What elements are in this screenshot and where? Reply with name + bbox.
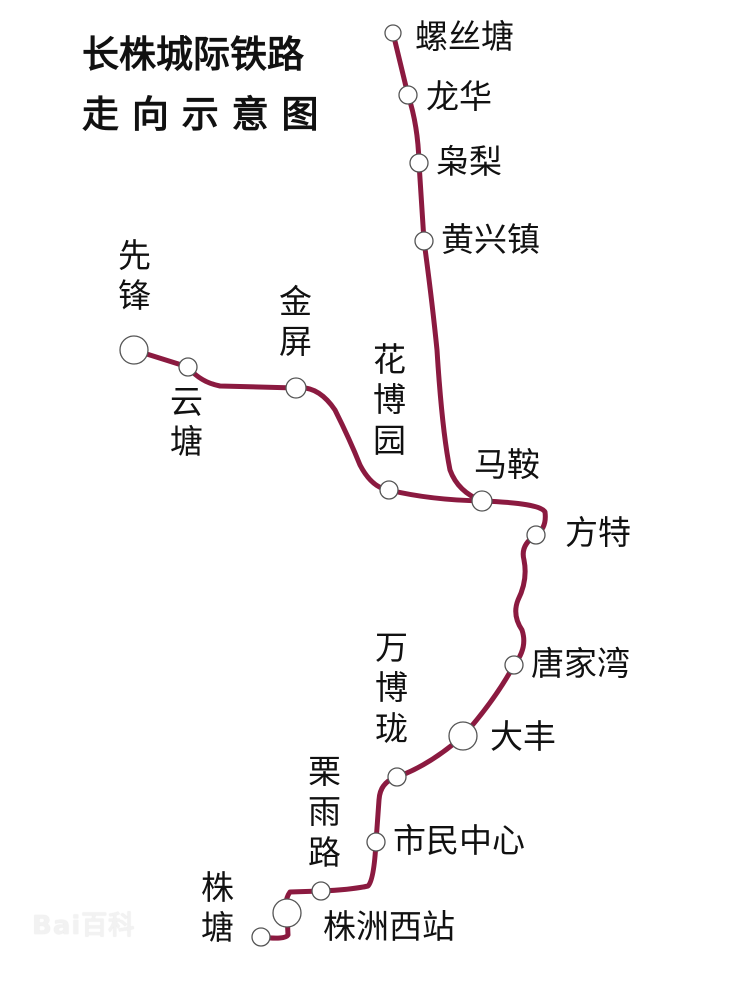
station-label-yuntang: 云塘 [170, 382, 203, 462]
station-marker-wanbolong [387, 767, 407, 787]
map-subtitle: 走 向 示 意 图 [82, 93, 319, 136]
station-marker-jinping [285, 377, 307, 399]
station-label-liyulu: 栗雨路 [308, 752, 341, 872]
station-marker-zhuzhouxizhan [272, 898, 302, 928]
station-marker-liyulu [311, 881, 331, 901]
station-label-huaboyuan: 花博园 [373, 340, 406, 460]
station-marker-zhutang [251, 927, 271, 947]
station-label-jinping: 金屏 [279, 282, 312, 362]
station-marker-shiminzhongxin [366, 832, 386, 852]
station-marker-xianfeng [119, 335, 149, 365]
station-label-huangxingzhen: 黄兴镇 [441, 220, 540, 259]
station-marker-yuntang [178, 357, 198, 377]
station-label-zhuzhouxizhan: 株洲西站 [323, 907, 455, 946]
station-marker-luositang [384, 24, 402, 42]
watermark-logo: Bai百科 [32, 911, 136, 941]
map-title: 长株城际铁路 [82, 33, 304, 76]
station-label-tangjiawan: 唐家湾 [531, 644, 630, 683]
station-markers [119, 24, 546, 947]
station-label-luositang: 螺丝塘 [415, 17, 514, 56]
station-label-lili: 枭梨 [436, 142, 502, 181]
station-label-fangte: 方特 [565, 513, 631, 552]
station-label-longhua: 龙华 [426, 77, 492, 116]
station-marker-lili [409, 153, 429, 173]
route-line-west-south [131, 347, 548, 941]
route-line-north [390, 30, 485, 504]
station-marker-huaboyuan [379, 480, 399, 500]
station-label-wanbolong: 万博珑 [375, 628, 408, 748]
station-marker-dafeng [448, 721, 478, 751]
station-marker-longhua [398, 85, 418, 105]
station-label-shiminzhongxin: 市民中心 [393, 821, 525, 860]
station-marker-maan [471, 490, 493, 512]
station-marker-fangte [526, 525, 546, 545]
station-label-xianfeng: 先锋 [118, 236, 151, 316]
station-label-maan: 马鞍 [474, 445, 540, 484]
station-marker-huangxingzhen [414, 231, 434, 251]
station-label-zhutang: 株塘 [201, 868, 234, 948]
station-marker-tangjiawan [504, 655, 524, 675]
station-label-dafeng: 大丰 [490, 717, 556, 756]
